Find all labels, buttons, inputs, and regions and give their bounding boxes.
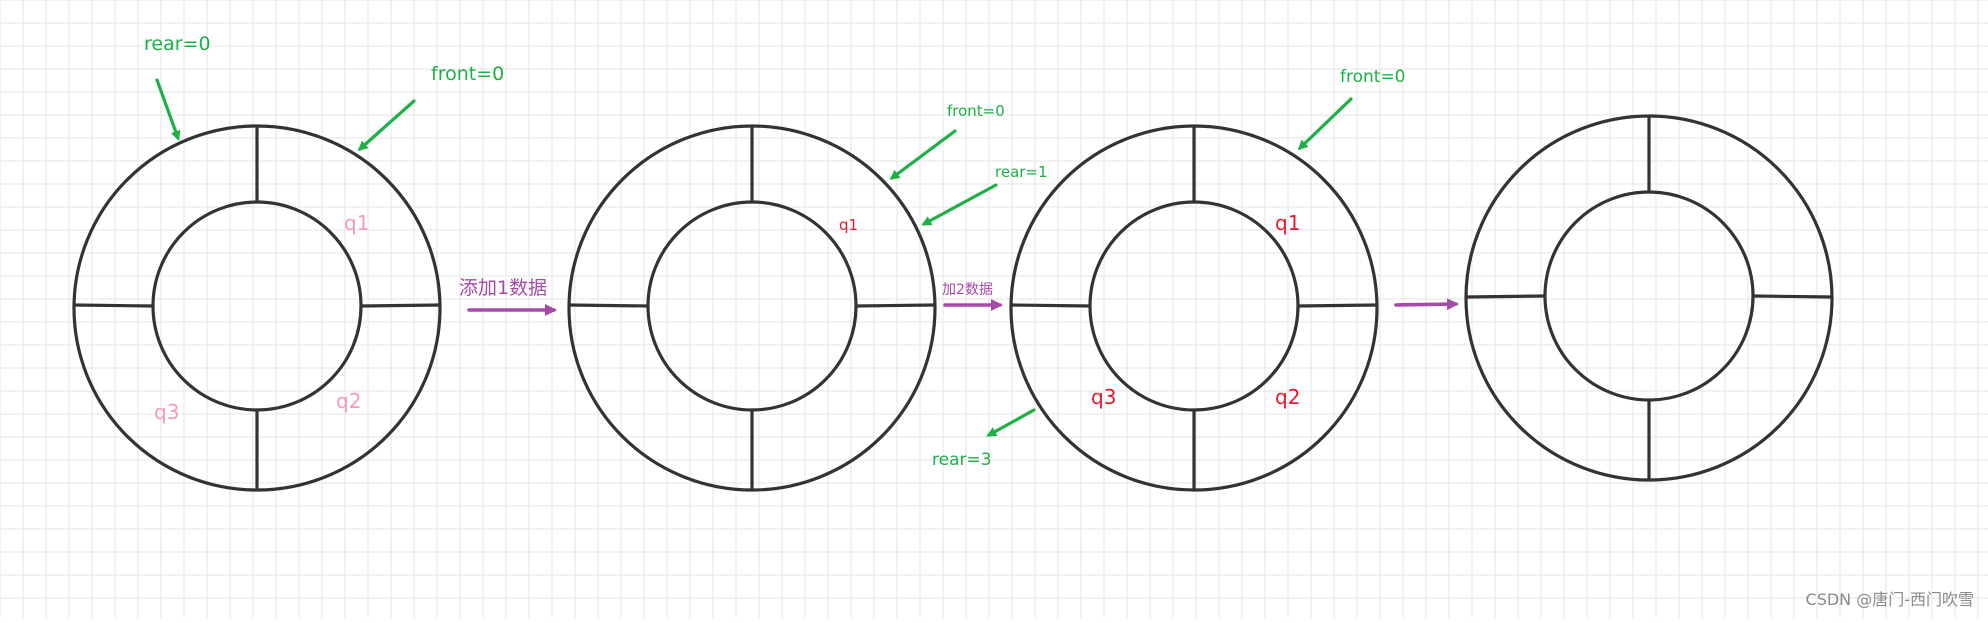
ring-diagram-3: q1 q2 q3 front=0 rear=3 [932,67,1406,492]
operation-2-label: 加2数据 [942,282,993,298]
ring-1-front-label: front=0 [431,63,504,85]
ring-1-front-arrow [357,99,416,151]
ring-3-divider-left [1009,303,1092,308]
operation-3 [1394,298,1459,311]
ring-1-slot-q1: q1 [344,211,369,235]
ring-4-inner [1543,190,1755,402]
ring-1-slot-q3: q3 [154,400,179,424]
ring-2-rear-label: rear=1 [995,163,1048,181]
ring-2-inner [646,200,858,412]
ring-3-front-arrow [1297,97,1353,151]
operation-2: 加2数据 [942,282,1003,311]
ring-3-slot-q3: q3 [1091,385,1116,409]
ring-diagram-1: q1 q2 q3 rear=0 front=0 [72,33,504,492]
ring-3-rear-label: rear=3 [932,450,992,470]
ring-2-front-arrow [889,129,957,180]
ring-2-divider-left [567,303,650,308]
ring-2-front-label: front=0 [947,102,1005,120]
operation-3-arrow [1394,298,1459,311]
watermark-text: CSDN @唐门-西门吹雪 [1806,590,1974,609]
ring-2-slot-q1: q1 [839,216,858,234]
ring-3-front-label: front=0 [1340,67,1406,87]
ring-3-slot-q1: q1 [1275,211,1300,235]
ring-3-inner [1088,200,1300,412]
ring-2-rear-arrow [921,183,998,226]
ring-1-rear-arrow [155,78,181,141]
ring-3-rear-arrow [986,408,1036,437]
ring-1-slot-q2: q2 [336,389,361,413]
ring-4-divider-right [1751,294,1834,299]
ring-1-divider-left [72,303,155,308]
operation-1-label: 添加1数据 [459,277,547,299]
ring-3-divider-right [1296,303,1379,308]
operation-1: 添加1数据 [459,277,557,316]
ring-1-rear-label: rear=0 [144,33,211,55]
ring-1-divider-right [359,303,442,308]
ring-diagram-4 [1464,114,1834,482]
ring-2-divider-right [854,303,937,308]
ring-3-slot-q2: q2 [1275,385,1300,409]
ring-4-divider-left [1464,294,1547,299]
ring-diagram-2: q1 front=0 rear=1 [567,102,1048,492]
